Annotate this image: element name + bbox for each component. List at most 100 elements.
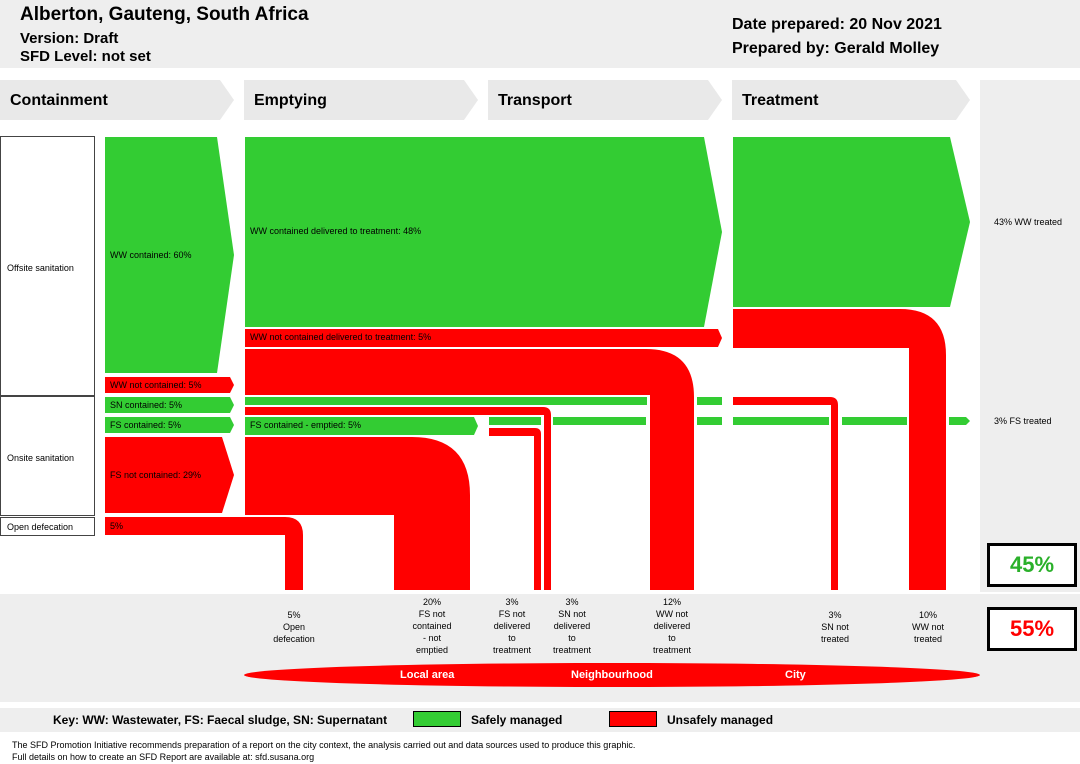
header-band: [0, 0, 1080, 68]
column-header-label: Treatment: [742, 92, 819, 109]
fs-treated-flow: [553, 417, 646, 425]
sn-not-treated-flow: [733, 397, 838, 590]
date-prepared: Date prepared: 20 Nov 2021: [732, 16, 942, 33]
outcome-line: - not: [422, 633, 441, 643]
ww-not-contained-delivered-label: WW not contained delivered to treatment:…: [250, 332, 432, 342]
outcome-line: defecation: [273, 634, 315, 644]
sn-contained-continued-flow: [245, 397, 647, 405]
fs-not-contained-label: FS not contained: 29%: [110, 470, 202, 480]
sfd-level-label: SFD Level: not set: [20, 48, 151, 65]
outcome-line: 10%: [918, 610, 937, 620]
ww-not-contained-delivered-flow: [245, 329, 722, 347]
ww-contained-delivered-flow: [245, 137, 722, 327]
fs-treated-flow: [842, 417, 907, 425]
outcome-line: delivered: [653, 621, 691, 631]
outcome-line: treated: [913, 634, 943, 644]
outcome-line: 20%: [422, 597, 441, 607]
ww-not-treated-flow: [733, 309, 946, 590]
fs-treated-flow: [697, 417, 722, 425]
outcome-line: 3%: [828, 610, 842, 620]
fs-treated-flow: [733, 417, 829, 425]
key-band: [0, 708, 1080, 732]
fs-contained-emptied-label: FS contained - emptied: 5%: [250, 420, 362, 430]
fs-not-contained-flow: [105, 437, 234, 513]
outcome-line: 3%: [565, 597, 579, 607]
safe-swatch: [413, 711, 461, 727]
area-label-neighbourhood: Neighbourhood: [571, 669, 653, 681]
outcome-line: contained: [412, 621, 452, 631]
key-text: Key: WW: Wastewater, FS: Faecal sludge, …: [53, 713, 388, 727]
outcome-line: to: [568, 633, 576, 643]
outcome-label: 20% FS not contained - not emptied: [400, 596, 464, 656]
outcome-line: treatment: [652, 645, 692, 655]
column-header-label: Emptying: [254, 92, 327, 109]
prepared-by: Prepared by: Gerald Molley: [732, 40, 940, 57]
treated-panel: [980, 80, 1080, 592]
offsite-sanitation-box: Offsite sanitation: [0, 136, 95, 396]
sn-contained-flow: [105, 397, 234, 413]
outcome-line: treated: [820, 634, 850, 644]
outcome-label: 10% WW not treated: [896, 609, 960, 645]
fs-treated-flow: [949, 417, 970, 425]
fs-contained-flow: [105, 417, 234, 433]
fs-contained-label: FS contained: 5%: [110, 420, 182, 430]
fs-contained-emptied-flow: [489, 417, 541, 425]
outcome-line: SN not: [821, 622, 849, 632]
area-label-city: City: [785, 669, 806, 681]
safely-managed-percentage: 45%: [987, 543, 1077, 587]
outcome-line: 12%: [662, 597, 681, 607]
footer-line-1: The SFD Promotion Initiative recommends …: [12, 740, 636, 750]
ww-not-contained-flow: [105, 377, 234, 393]
open-defecation-flow-label: 5%: [110, 521, 124, 531]
outcome-line: WW not: [911, 622, 944, 632]
fs-treated-label: 3% FS treated: [994, 416, 1052, 426]
outcome-line: WW not: [655, 609, 688, 619]
outcome-label: 12% WW not delivered to treatment: [640, 596, 704, 656]
fs-not-emptied-flow: [245, 437, 470, 590]
outcome-line: to: [508, 633, 516, 643]
outcome-line: FS not: [418, 609, 446, 619]
column-header-label: Transport: [498, 92, 572, 109]
unsafe-key-label: Unsafely managed: [667, 713, 774, 727]
outcome-line: FS not: [498, 609, 526, 619]
outcome-line: to: [668, 633, 676, 643]
outcome-line: delivered: [553, 621, 591, 631]
column-header-label: Containment: [10, 92, 108, 109]
outcome-label: 3% FS not delivered to treatment: [480, 596, 544, 656]
open-defecation-box: Open defecation: [0, 517, 95, 536]
ww-contained-label: WW contained: 60%: [110, 250, 192, 260]
area-label-local: Local area: [400, 669, 455, 681]
sn-contained-continued-flow: [697, 397, 722, 405]
fs-not-delivered-flow: [489, 428, 541, 590]
outcome-line: Open: [282, 622, 306, 632]
outcome-line: emptied: [415, 645, 449, 655]
ww-treated-label: 43% WW treated: [994, 217, 1063, 227]
unsafely-managed-percentage: 55%: [987, 607, 1077, 651]
outcome-line: 3%: [505, 597, 519, 607]
fs-contained-emptied-flow: [245, 417, 478, 435]
page-title: Alberton, Gauteng, South Africa: [20, 4, 309, 25]
onsite-sanitation-label: Onsite sanitation: [7, 453, 75, 463]
ww-not-delivered-flow: [245, 349, 694, 590]
sn-contained-label: SN contained: 5%: [110, 400, 183, 410]
ww-contained-delivered-label: WW contained delivered to treatment: 48%: [250, 226, 422, 236]
outcome-label: 5% Open defecation: [262, 609, 326, 645]
outcome-line: 5%: [287, 610, 301, 620]
outcome-line: treatment: [552, 645, 592, 655]
outcome-line: treatment: [492, 645, 532, 655]
outcome-label: 3% SN not treated: [803, 609, 867, 645]
safe-key-label: Safely managed: [471, 713, 563, 727]
column-header-emptying: Emptying: [244, 80, 478, 120]
outcome-label: 3% SN not delivered to treatment: [540, 596, 604, 656]
ww-not-contained-label: WW not contained: 5%: [110, 380, 202, 390]
ww-contained-flow: [105, 137, 234, 373]
column-header-containment: Containment: [0, 80, 234, 120]
area-ellipse: [244, 663, 980, 687]
version-label: Version: Draft: [20, 30, 119, 47]
open-defecation-label: Open defecation: [7, 522, 74, 532]
unsafe-swatch: [609, 711, 657, 727]
outcome-line: SN not: [558, 609, 586, 619]
ww-treated-flow: [733, 137, 970, 307]
footer-line-2: Full details on how to create an SFD Rep…: [12, 752, 315, 762]
